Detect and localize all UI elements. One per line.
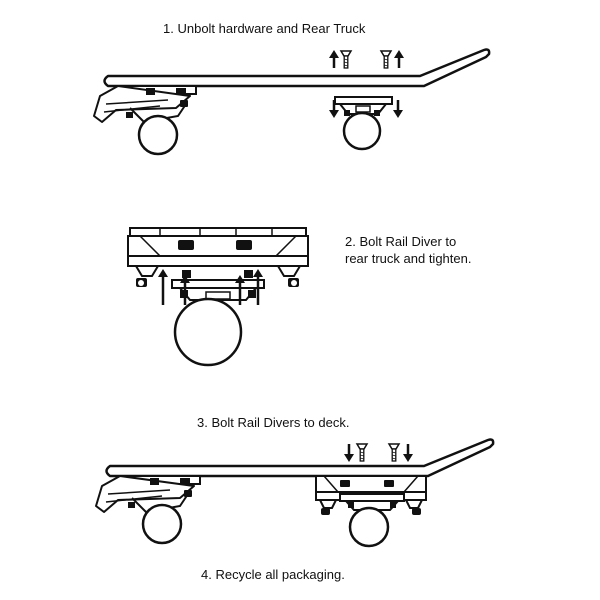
up-arrow-icon: [329, 50, 339, 68]
step-3-illustration: [96, 440, 493, 547]
down-arrow-icon: [344, 444, 354, 462]
screw-icon: [389, 444, 399, 461]
wheel-icon: [139, 116, 177, 154]
wheel-icon: [175, 299, 241, 365]
wheel-icon: [143, 505, 181, 543]
skateboard-deck-icon: [105, 50, 490, 87]
wheel-icon: [344, 113, 380, 149]
up-arrow-icon: [394, 50, 404, 68]
wheel-icon: [350, 508, 388, 546]
rail-diver-icon: [96, 476, 200, 512]
step-1-illustration: [94, 50, 489, 155]
down-arrow-icon: [393, 100, 403, 118]
rail-diver-icon: [94, 86, 196, 122]
screw-icon: [381, 51, 391, 68]
down-arrow-icon: [403, 444, 413, 462]
skateboard-deck-icon: [107, 440, 494, 477]
step-2-illustration: [128, 228, 308, 365]
screw-icon: [341, 51, 351, 68]
rail-diver-icon: [128, 228, 308, 287]
up-arrow-icon: [158, 269, 168, 287]
screw-icon: [357, 444, 367, 461]
